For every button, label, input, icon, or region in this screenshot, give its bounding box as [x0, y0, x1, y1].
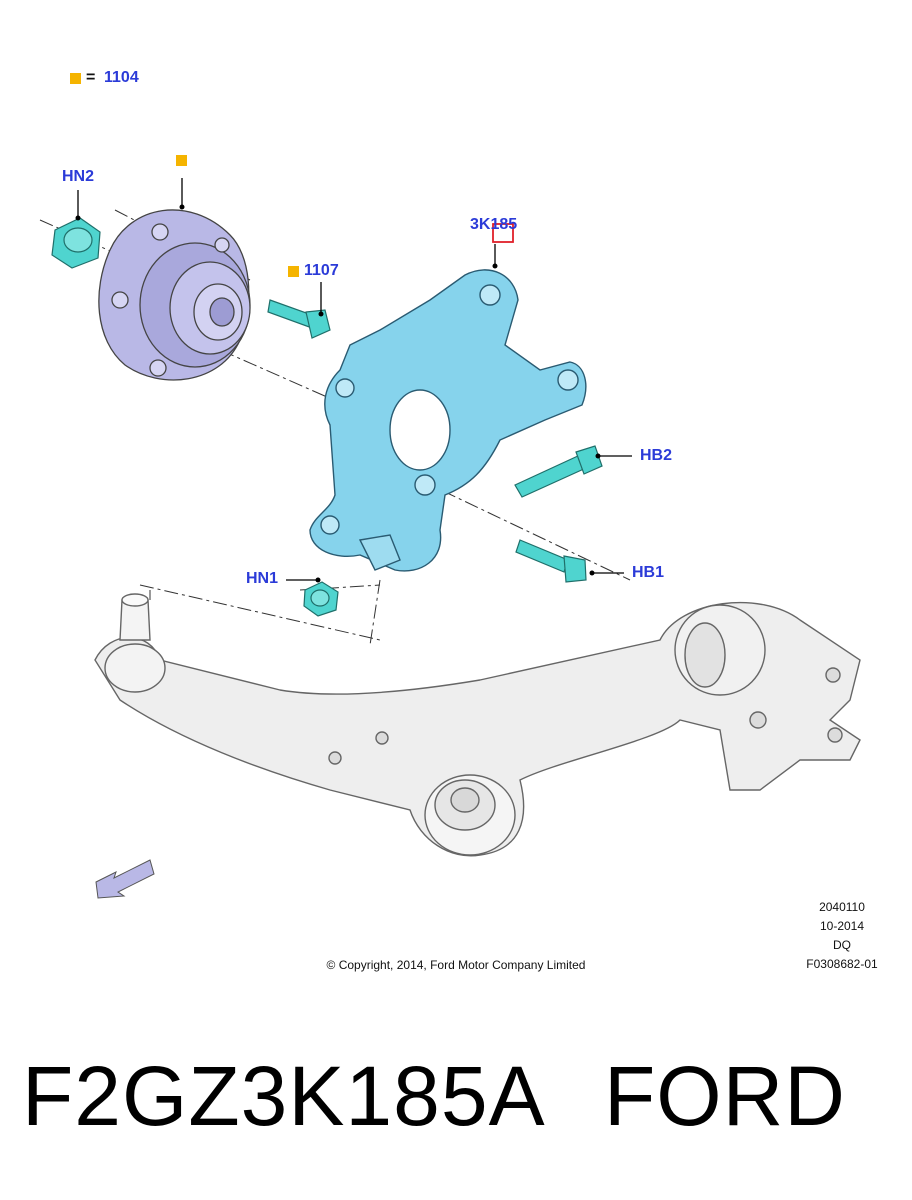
callout-hb1: HB1: [632, 564, 665, 581]
callout-3k185: 3K185: [470, 216, 518, 233]
steering-knuckle: [309, 269, 587, 572]
legend-code: 1104: [104, 69, 139, 86]
bolt-legend-square-icon: [288, 266, 299, 277]
lower-control-arm: [94, 593, 861, 857]
callout-hb2: HB2: [640, 447, 673, 464]
diagram-date: 10-2014: [819, 919, 865, 933]
hub-nut-hn2: [51, 217, 101, 269]
exploded-parts-diagram: [39, 178, 861, 899]
callout-hn2: HN2: [62, 168, 95, 185]
brand-name: FORD: [604, 1049, 846, 1143]
diagram-ref: F0308682-01: [806, 957, 878, 971]
hub-bolt-1107: [267, 299, 331, 339]
front-direction-arrow-icon: [95, 859, 155, 899]
hub-legend-square-icon: [176, 155, 187, 166]
highlight-box: [492, 223, 514, 243]
callout-hn1: HN1: [246, 570, 279, 587]
bolt-hb1: [515, 539, 587, 583]
diagram-code: DQ: [833, 938, 851, 952]
diagram-id: 2040110: [819, 900, 865, 914]
bolt-hb2: [514, 445, 603, 498]
callout-1107: 1107: [304, 262, 339, 279]
legend-square-icon: [70, 73, 81, 84]
legend-equals: =: [86, 69, 96, 86]
wheel-hub-bearing: [98, 209, 251, 381]
nut-hn1: [303, 581, 339, 617]
copyright-notice: © Copyright, 2014, Ford Motor Company Li…: [326, 958, 586, 972]
part-number: F2GZ3K185A: [22, 1049, 546, 1143]
